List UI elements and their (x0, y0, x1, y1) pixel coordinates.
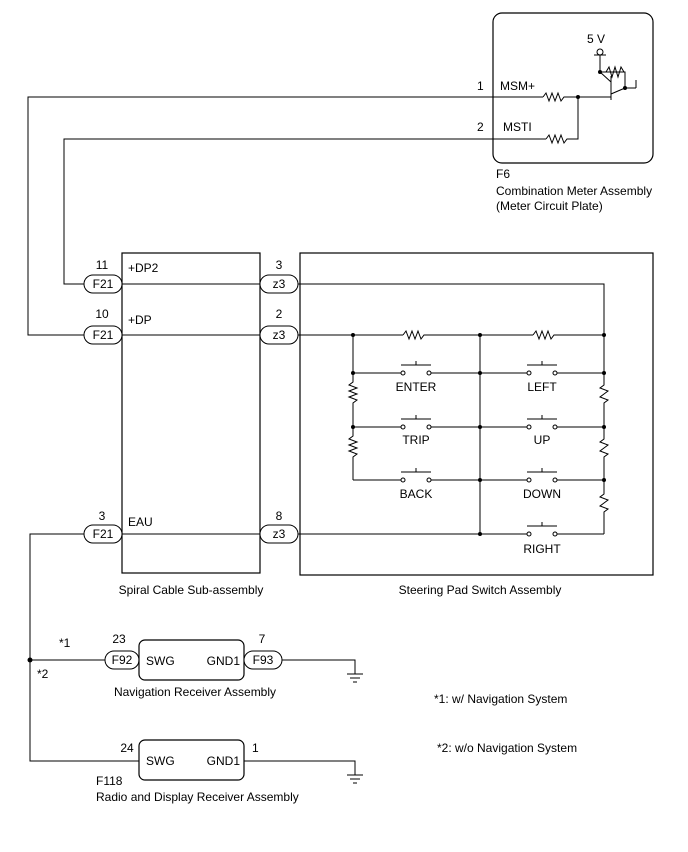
radio-pin-right-num: 1 (252, 741, 259, 755)
nav-pin-left-num: 23 (112, 632, 126, 646)
spiral-pin-name: EAU (128, 515, 153, 529)
wire-msm-to-dp (27, 96, 493, 336)
meter-pin1-num: 1 (477, 79, 484, 93)
ladder-resistor-icon (402, 329, 533, 341)
spiral-box (121, 252, 261, 574)
combination-meter-assembly: 5 V 1 MSM+ 2 MSTI F6 Combination Meter A… (477, 12, 654, 213)
wire-eau-branch (29, 533, 139, 762)
switch-label: BACK (400, 487, 433, 501)
junction-dot (598, 70, 602, 74)
connector-f92-label: F92 (112, 653, 133, 667)
spiral-out-pin-num: 3 (276, 258, 283, 272)
junction-dot (576, 95, 580, 99)
spiral-in-pin-num: 10 (95, 307, 109, 321)
switch-label: UP (534, 433, 551, 447)
switch-label: ENTER (396, 380, 437, 394)
junction-dot (623, 86, 627, 90)
radio-pin-right-name: GND1 (207, 754, 241, 768)
switch-enter-icon (400, 361, 432, 376)
nav-name: Navigation Receiver Assembly (114, 685, 276, 699)
connector-z3-label: z3 (273, 328, 286, 342)
meter-box (492, 12, 654, 164)
switch-up-icon (526, 415, 558, 430)
ground-icon (347, 774, 363, 784)
switch-down-icon (526, 468, 558, 483)
radio-display-receiver-assembly: 24 SWG GND1 1 F118 Radio and Display Rec… (96, 739, 363, 804)
right-rail-resistors-icon (598, 335, 610, 534)
spiral-out-pin-num: 2 (276, 307, 283, 321)
meter-pin1-name: MSM+ (500, 79, 535, 93)
switch-label: TRIP (402, 433, 429, 447)
connector-f21-label: F21 (93, 277, 114, 291)
spiral-name: Spiral Cable Sub-assembly (119, 583, 264, 597)
switch-label: RIGHT (523, 542, 561, 556)
radio-ground-wire (244, 760, 356, 775)
nav-pin-left-name: SWG (146, 654, 175, 668)
switch-label: LEFT (527, 380, 557, 394)
meter-name-line2: (Meter Circuit Plate) (496, 199, 603, 213)
connector-z3-label: z3 (273, 277, 286, 291)
nav-ground-wire (282, 659, 356, 674)
switch-left-icon (526, 361, 558, 376)
switch-back-icon (400, 468, 432, 483)
meter-name-line1: Combination Meter Assembly (496, 184, 652, 198)
switch-trip-icon (400, 415, 432, 430)
connector-f93-label: F93 (253, 653, 274, 667)
msm-resistor-icon (542, 91, 611, 103)
steering-pad-switch-assembly: Steering Pad Switch Assembly (298, 252, 654, 597)
radio-pin-left-num: 24 (120, 741, 134, 755)
radio-box (138, 739, 245, 781)
junction-dots (351, 333, 606, 536)
radio-branch-mark: *2 (37, 667, 49, 681)
spiral-in-pin-num: 3 (99, 509, 106, 523)
msti-resistor-icon (545, 97, 579, 145)
supply-terminal-icon (596, 48, 604, 56)
spiral-in-pin-num: 11 (96, 258, 109, 272)
switch-label: DOWN (523, 487, 561, 501)
switch-right-icon (526, 522, 558, 537)
spiral-cable-sub-assembly: Spiral Cable Sub-assembly 11 F21 +DP2 3 … (83, 252, 299, 597)
transistor-icon (599, 71, 637, 100)
radio-pin-left-name: SWG (146, 754, 175, 768)
nav-pin-right-name: GND1 (207, 654, 241, 668)
spiral-pin-name: +DP (128, 313, 152, 327)
left-rail-resistors-icon (347, 335, 359, 480)
connector-f21-label: F21 (93, 328, 114, 342)
steering-name: Steering Pad Switch Assembly (399, 583, 562, 597)
ladder-resistor-icon (532, 329, 604, 341)
note-no-navigation: *2: w/o Navigation System (437, 741, 577, 755)
ground-icon (347, 673, 363, 683)
navigation-receiver-assembly: 23 F92 SWG GND1 7 F93 Navigation Receive… (104, 632, 363, 699)
meter-pin2-num: 2 (477, 120, 484, 134)
supply-wire (594, 54, 626, 88)
supply-resistor-icon (605, 65, 625, 79)
meter-pin2-name: MSTI (503, 120, 532, 134)
steering-box (299, 252, 654, 576)
wire-msti-to-dp2 (63, 138, 493, 285)
radio-name: Radio and Display Receiver Assembly (96, 790, 299, 804)
nav-branch-mark: *1 (59, 636, 71, 650)
note-navigation: *1: w/ Navigation System (434, 692, 567, 706)
spiral-pin-name: +DP2 (128, 261, 159, 275)
steering-wire-dp2 (298, 283, 605, 335)
connector-f21-label: F21 (93, 527, 114, 541)
connector-z3-label: z3 (273, 527, 286, 541)
radio-connector-id: F118 (96, 774, 123, 788)
junction-dot (27, 657, 33, 663)
nav-pin-right-num: 7 (259, 632, 266, 646)
meter-connector-id: F6 (496, 167, 510, 181)
meter-supply-label: 5 V (587, 32, 605, 46)
spiral-out-pin-num: 8 (276, 509, 283, 523)
